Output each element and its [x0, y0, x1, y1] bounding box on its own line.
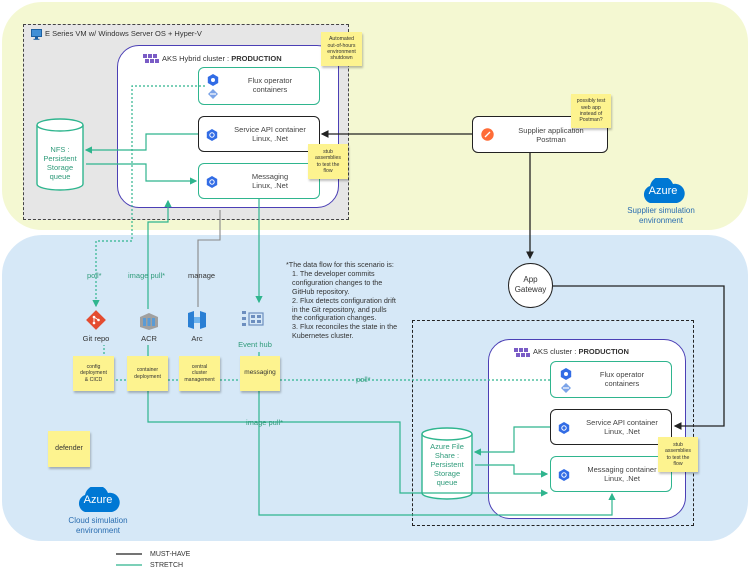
sticky-automated-shutdown: Automated out-of-hours environment shutd… — [321, 32, 362, 66]
bottom-service-api-label: Service API container Linux, .Net — [586, 418, 658, 436]
sticky-messaging: messaging — [240, 356, 280, 391]
hybrid-cluster-title-emph: PRODUCTION — [231, 54, 282, 63]
top-flux-label: Flux operator containers — [247, 76, 293, 94]
data-flow-note: *The data flow for this scenario is: 1. … — [286, 260, 416, 341]
image-pull-left-label: image pull* — [128, 271, 166, 280]
sticky-central: central cluster management — [179, 356, 220, 391]
bottom-messaging-label: Messaging container Linux, .Net — [587, 465, 657, 483]
acr-icon[interactable] — [137, 311, 161, 331]
image-pull-bottom-line — [147, 345, 549, 497]
data-flow-step-1: 1. The developer commits configuration c… — [292, 268, 383, 296]
top-service-api-label: Service API container Linux, .Net — [234, 125, 306, 143]
kubernetes-icon — [206, 175, 218, 188]
arc-label: Arc — [191, 334, 203, 343]
data-flow-step-3: 3. Flux reconciles the state in the Kube… — [292, 322, 398, 341]
git-icon[interactable] — [86, 310, 106, 330]
nfs-label: NFS : Persistent Storage queue — [43, 145, 77, 181]
service-to-nfs-line — [84, 133, 198, 154]
nfs-to-messaging-line — [86, 163, 198, 185]
aks-cluster-title-prefix: AKS cluster : — [533, 347, 579, 356]
data-flow-title: *The data flow for this scenario is: — [286, 260, 394, 269]
sticky-stub-top: stub assemblies to test the flow — [308, 144, 348, 179]
bottom-service-api-box[interactable] — [550, 409, 672, 445]
kubernetes-icon — [558, 421, 570, 434]
event-hub-icon[interactable] — [240, 307, 266, 331]
git-repo-label: Git repo — [82, 334, 110, 343]
supplier-app-label: Supplier application Postman — [518, 126, 584, 144]
bottom-flux-box[interactable] — [550, 361, 672, 398]
data-flow-step-2: 2. Flux detects configuration drift in t… — [292, 295, 396, 323]
legend-stretch: STRETCH — [150, 562, 184, 569]
nfs-storage[interactable] — [36, 118, 84, 192]
event-hub-label: Event hub — [238, 340, 272, 349]
supplier-env-label: Supplier simulation environment — [627, 206, 695, 225]
kubernetes-icon — [206, 128, 218, 141]
kubernetes-icon — [558, 468, 570, 481]
sticky-config: config deployment & CICD — [73, 356, 114, 391]
acr-label: ACR — [141, 334, 157, 343]
aks-cluster-title: AKS cluster : PRODUCTION — [533, 347, 629, 356]
bottom-flux-label: Flux operator containers — [599, 370, 645, 388]
flux-poll-bottom-line — [103, 345, 550, 381]
cloud-env-label: Cloud simulation environment — [68, 516, 128, 535]
manage-label: manage — [188, 271, 216, 280]
postman-icon — [481, 128, 494, 141]
aks-cluster-title-emph: PRODUCTION — [578, 347, 629, 356]
poll-right-label: poll* — [356, 375, 371, 384]
hybrid-cluster-title: AKS Hybrid cluster : PRODUCTION — [162, 54, 282, 63]
image-pull-top-line — [147, 199, 172, 309]
arc-icon[interactable] — [186, 309, 208, 331]
flux-icon — [207, 73, 219, 86]
top-messaging-label: Messaging Linux, .Net — [251, 172, 289, 190]
azure-file-share-label: Azure File Share : Persistent Storage qu… — [430, 442, 464, 487]
legend-must-have: MUST-HAVE — [150, 551, 191, 558]
azure-badge-bottom: Azure — [83, 494, 113, 506]
flux-poll-to-git-line — [92, 85, 205, 308]
azure-badge-top: Azure — [648, 185, 678, 197]
flux-icon — [560, 367, 572, 380]
azure-cloud-icon-top — [640, 176, 686, 204]
hybrid-cluster-icon — [143, 52, 159, 63]
azure-cloud-icon-bottom — [75, 485, 121, 513]
eventhub-to-messaging-line — [258, 352, 616, 516]
service-to-fileshare-line — [473, 426, 550, 456]
poll-left-label: poll* — [87, 271, 102, 280]
hybrid-cluster-title-prefix: AKS Hybrid cluster : — [162, 54, 232, 63]
fileshare-to-messaging-line — [475, 464, 549, 478]
azure-file-share[interactable] — [421, 427, 473, 501]
flux-arrows-icon — [560, 381, 572, 393]
arc-manage-line — [197, 210, 221, 307]
top-flux-box[interactable] — [198, 67, 320, 105]
top-messaging-box[interactable] — [198, 163, 320, 199]
vm-title: E Series VM w/ Windows Server OS + Hyper… — [45, 29, 202, 38]
app-gateway-label: App Gateway — [514, 275, 547, 294]
sticky-postman: possibly test web app instead of Postman… — [571, 94, 611, 128]
flux-arrows-icon — [207, 87, 219, 99]
bottom-messaging-box[interactable] — [550, 456, 672, 492]
image-pull-bottom-label: image pull* — [246, 418, 284, 427]
sticky-container-deploy: container deployment — [127, 356, 168, 391]
gateway-to-service-line — [553, 285, 725, 430]
app-gateway[interactable] — [508, 263, 553, 308]
sticky-stub-bottom: stub assemblies to test the flow — [658, 437, 698, 472]
sticky-defender: defender — [48, 431, 90, 467]
aks-cluster-icon — [514, 346, 530, 357]
top-service-api-box[interactable] — [198, 116, 320, 152]
vm-icon — [31, 27, 42, 40]
cloud-subscription-boundary — [412, 320, 694, 526]
